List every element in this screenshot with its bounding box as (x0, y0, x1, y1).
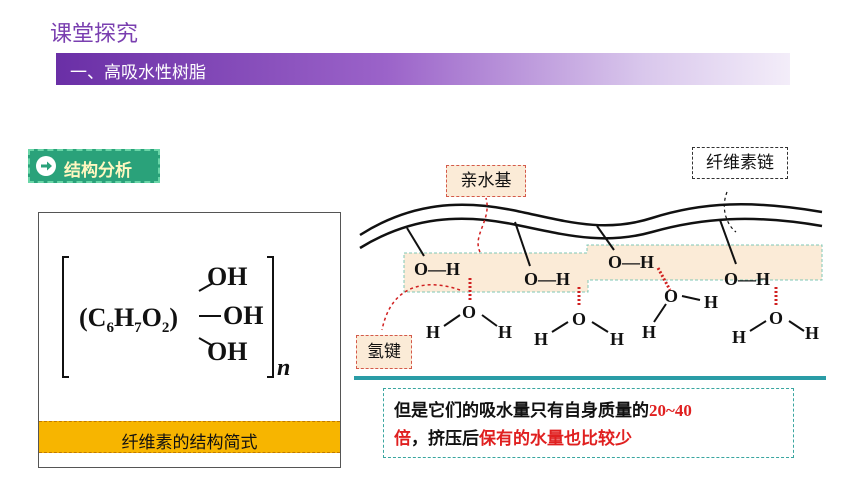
chain-pointer (723, 191, 737, 233)
cellulose-chain-label: 纤维素链 (692, 147, 788, 179)
water3-o: O (664, 286, 678, 306)
oh-group-top: OH (207, 262, 247, 291)
subscript-n: n (277, 355, 290, 381)
hydrophilic-pointer (477, 197, 488, 253)
formula-panel: (C6H7O2) OH OH OH n 纤维素的结构简式 (38, 212, 341, 468)
section-title: 一、高吸水性树脂 (70, 63, 206, 83)
water4-h1: H (732, 327, 746, 347)
hbond-3 (656, 267, 672, 291)
oh-group-middle: OH (223, 301, 263, 330)
structure-analysis-tag: 结构分析 (28, 149, 160, 183)
hydroxyl-1: O—H (414, 259, 460, 279)
hydroxyl-2: O—H (524, 269, 570, 289)
water-absorption-diagram: O—H O—H O—H O—H O H H O H H O H H O H H (352, 140, 832, 385)
hydrophilic-label: 亲水基 (446, 165, 526, 197)
water1-h1: H (426, 322, 440, 342)
note-text-1: 但是它们的吸水量只有自身质量的 (394, 401, 649, 421)
caption-text: 纤维素的结构简式 (121, 433, 258, 453)
water3-h1: H (642, 322, 656, 342)
water4-o: O (769, 308, 783, 328)
structure-analysis-label: 结构分析 (64, 161, 132, 181)
page-title: 课堂探究 (50, 22, 139, 47)
note-text-2: 倍，挤压后 (394, 429, 479, 449)
note-highlight: 保有的水量也比较少 (479, 429, 632, 449)
chain-line-bottom (359, 217, 823, 250)
water2-h1: H (534, 329, 548, 349)
hydroxyl-4: O—H (724, 269, 770, 289)
note-box: 但是它们的吸水量只有自身质量的20~40 倍，挤压后保有的水量也比较少 (383, 388, 794, 458)
note-range: 20~40 (649, 401, 692, 420)
water3-h2: H (704, 292, 718, 312)
cellulose-formula: (C6H7O2) OH OH OH n (62, 256, 290, 381)
hydroxyl-band (403, 244, 823, 293)
section-banner: 一、高吸水性树脂 (56, 53, 790, 85)
oh-group-bottom: OH (207, 337, 247, 366)
arrow-right-icon (36, 156, 56, 176)
water2-o: O (572, 309, 586, 329)
water1-o: O (462, 302, 476, 322)
water2-h2: H (610, 329, 624, 349)
chain-line-top (359, 203, 823, 237)
hydroxyl-3: O—H (608, 252, 654, 272)
formula-caption: 纤维素的结构简式 (39, 421, 340, 453)
water4-h2: H (805, 323, 819, 343)
water1-h2: H (498, 322, 512, 342)
formula-core: (C6H7O2) (79, 303, 178, 336)
right-bracket (267, 256, 274, 378)
left-bracket (62, 256, 69, 378)
hydrogen-bond-label: 氢键 (356, 335, 412, 369)
